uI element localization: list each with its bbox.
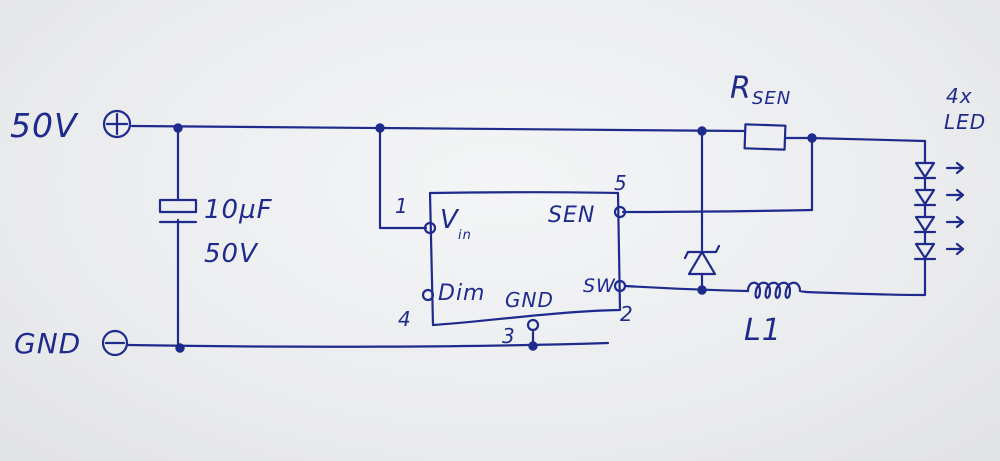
power-positive-terminal: 50V xyxy=(10,106,132,145)
junction-dot xyxy=(173,123,183,133)
led-triangle xyxy=(914,215,936,233)
light-emission-arrow-icon xyxy=(945,242,965,256)
rsen-label: R xyxy=(730,71,752,106)
led-count-label: 4x xyxy=(946,84,973,108)
top-rail-wire xyxy=(130,124,747,133)
minus-terminal-icon xyxy=(101,329,129,357)
led-triangle xyxy=(914,188,936,206)
junction-dot xyxy=(697,285,707,295)
ground-label: GND xyxy=(14,327,81,360)
light-emission-arrow-icon xyxy=(945,188,965,202)
led-driver-ic: 1 5 4 2 3 V in SEN Dim GND SW xyxy=(395,171,634,348)
pin4-dim-terminal xyxy=(421,288,435,302)
diode-cathode-bar xyxy=(683,244,721,260)
light-emission-arrow-icon xyxy=(945,215,965,229)
light-emission-arrow-icon xyxy=(945,161,965,175)
capacitor-value-label: 10µF xyxy=(204,195,273,225)
junctions xyxy=(173,123,817,353)
pin3-gnd-terminal xyxy=(526,318,540,332)
sw-pin-label: SW xyxy=(583,275,616,297)
junction-dot xyxy=(807,133,817,143)
inductor-out-wire xyxy=(804,266,927,297)
wires xyxy=(126,124,927,350)
input-capacitor: 10µF 50V xyxy=(158,195,273,269)
sense-resistor: R SEN xyxy=(730,71,791,151)
pin-number-1: 1 xyxy=(395,194,409,218)
led-4 xyxy=(913,239,965,270)
inductor: L1 xyxy=(744,281,808,348)
freewheel-diode xyxy=(683,244,721,276)
plus-terminal-icon xyxy=(102,109,132,139)
led-type-label: LED xyxy=(944,110,986,134)
pin5-sen-terminal xyxy=(613,205,627,219)
dim-pin-label: Dim xyxy=(438,281,485,306)
ic-body xyxy=(428,191,622,327)
junction-dot xyxy=(375,123,385,133)
bottom-rail-wire xyxy=(126,341,610,348)
inductor-coil xyxy=(746,281,808,299)
pin-number-3: 3 xyxy=(502,324,516,348)
pin-number-5: 5 xyxy=(614,171,628,195)
pin1-vin-terminal xyxy=(423,221,437,235)
resistor-body xyxy=(743,123,787,151)
vin-pin-label: V xyxy=(440,205,460,235)
led-3 xyxy=(913,212,965,243)
gnd-pin-label: GND xyxy=(505,288,554,312)
supply-voltage-label: 50V xyxy=(10,106,79,145)
junction-dot xyxy=(528,341,538,351)
capacitor-plate-top xyxy=(158,198,198,214)
pin-number-4: 4 xyxy=(398,307,412,331)
led-string: 4x LED xyxy=(913,84,986,270)
led-1 xyxy=(913,158,965,189)
sen-wire xyxy=(621,208,814,214)
top-rail-wire-right xyxy=(784,136,927,143)
diode-triangle xyxy=(687,250,717,276)
led-triangle xyxy=(914,161,936,179)
pin2-sw-terminal xyxy=(613,279,627,293)
pin-number-2: 2 xyxy=(620,302,634,326)
power-negative-terminal: GND xyxy=(14,327,129,360)
led-2 xyxy=(913,185,965,216)
led-stack xyxy=(913,158,965,270)
sen-pin-label: SEN xyxy=(548,203,595,228)
capacitor-voltage-label: 50V xyxy=(204,239,259,269)
led-triangle xyxy=(914,242,936,260)
inductor-label: L1 xyxy=(744,313,782,348)
vin-feed-wire xyxy=(378,126,428,230)
sw-wire xyxy=(623,284,750,293)
vin-pin-label-subscript: in xyxy=(458,228,472,243)
junction-dot xyxy=(697,126,707,136)
junction-dot xyxy=(175,343,185,353)
rsen-label-subscript: SEN xyxy=(752,88,791,109)
